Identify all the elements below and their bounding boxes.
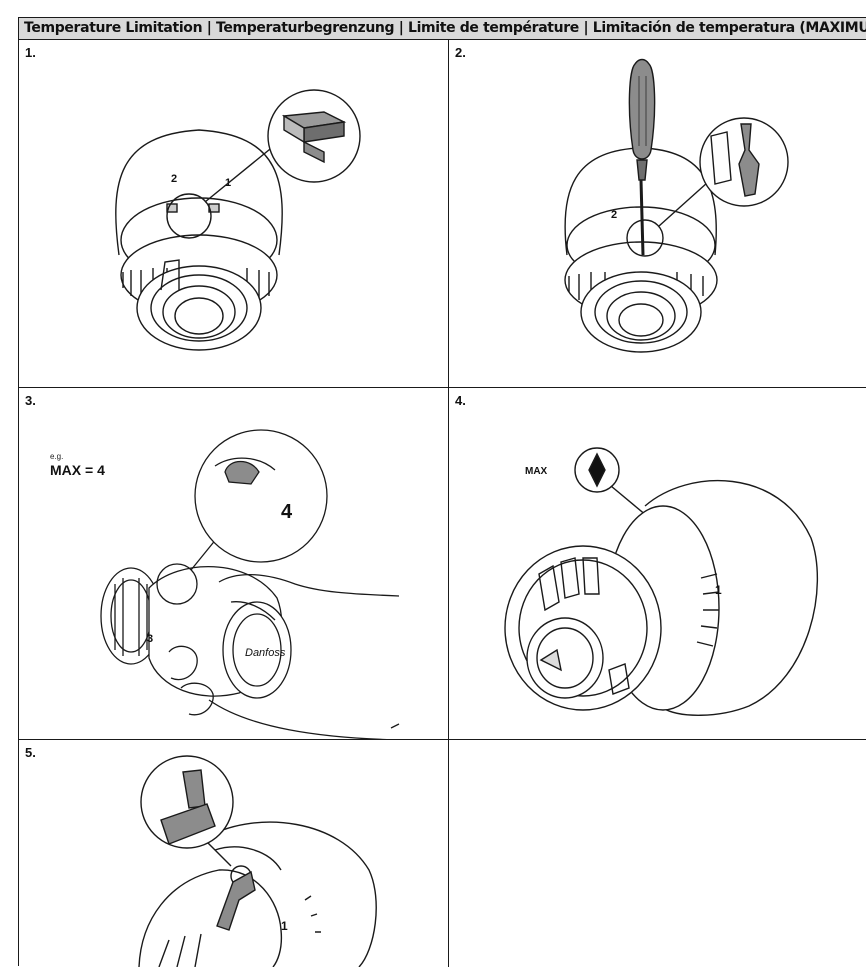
svg-text:2: 2: [611, 209, 617, 221]
thermostat-head-drawing: 1 1: [449, 388, 866, 740]
thermostat-head-drawing: 2: [449, 40, 866, 388]
step-4-panel: 4. MAX 1 1: [449, 388, 866, 740]
dial-digit: 4: [281, 501, 293, 523]
step-5-panel: 5. 1: [19, 740, 449, 967]
instruction-sheet: Temperature Limitation | Temperaturbegre…: [18, 17, 866, 966]
svg-text:1: 1: [715, 583, 722, 597]
dial-mark-2: 2: [171, 173, 177, 185]
svg-text:1: 1: [281, 919, 288, 933]
hand-drawing: Danfoss 3 4: [19, 388, 449, 740]
step-3-panel: 3. e.g. MAX = 4 Danfoss 3 4: [19, 388, 449, 740]
step-1-panel: 1. 2 1: [19, 40, 449, 388]
thermostat-head-drawing: 1: [19, 740, 449, 967]
empty-panel: [449, 740, 866, 967]
magnifier-circle-icon: [195, 430, 327, 562]
page-title: Temperature Limitation | Temperaturbegre…: [19, 18, 866, 40]
dial-mark-3: 3: [147, 633, 153, 645]
brand-logo: Danfoss: [245, 647, 286, 659]
step-2-panel: 2. 2: [449, 40, 866, 388]
thermostat-head-drawing: 2 1: [19, 40, 449, 388]
